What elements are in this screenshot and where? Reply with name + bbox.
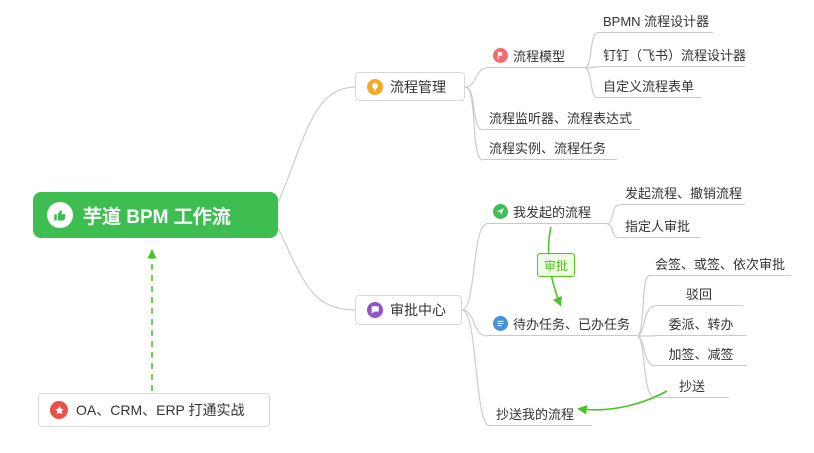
- node-process-model[interactable]: 流程模型: [487, 44, 585, 68]
- node-label: 自定义流程表单: [603, 79, 695, 94]
- node-reject[interactable]: 驳回: [655, 282, 743, 306]
- node-label: 会签、或签、依次审批: [655, 257, 786, 272]
- node-label: 我发起的流程: [513, 205, 592, 220]
- node-instance-task[interactable]: 流程实例、流程任务: [483, 136, 617, 160]
- flag-icon: [493, 48, 508, 63]
- node-listener-expression[interactable]: 流程监听器、流程表达式: [483, 106, 640, 130]
- node-custom-form[interactable]: 自定义流程表单: [597, 74, 701, 98]
- node-label: 流程模型: [513, 49, 566, 64]
- thumbs-up-icon: [47, 202, 73, 228]
- list-icon: [493, 316, 508, 331]
- node-label: 发起流程、撤销流程: [625, 186, 743, 201]
- root-label: 芋道 BPM 工作流: [83, 206, 231, 228]
- node-process-management[interactable]: 流程管理: [355, 72, 465, 101]
- node-dingtalk-designer[interactable]: 钉钉（飞书）流程设计器: [597, 43, 747, 67]
- cc-relation-arrow: [577, 390, 668, 415]
- node-initiate-cancel-process[interactable]: 发起流程、撤销流程: [619, 181, 745, 205]
- relation-label-approval[interactable]: 审批: [537, 253, 575, 277]
- node-label: 委派、转办: [668, 317, 734, 332]
- chat-bubble-icon: [367, 302, 383, 318]
- relation-label: 审批: [543, 258, 568, 273]
- node-label: 驳回: [685, 287, 712, 302]
- node-label: 抄送我的流程: [496, 407, 575, 422]
- root-node-bpm-workflow[interactable]: 芋道 BPM 工作流: [33, 192, 278, 238]
- node-label: 审批中心: [390, 302, 446, 318]
- node-oa-crm-erp-practice[interactable]: OA、CRM、ERP 打通实战: [38, 393, 270, 427]
- node-my-initiated-processes[interactable]: 我发起的流程: [487, 200, 607, 224]
- node-approval-center[interactable]: 审批中心: [355, 295, 462, 325]
- node-label: OA、CRM、ERP 打通实战: [76, 402, 245, 418]
- node-label: 流程管理: [390, 78, 446, 95]
- node-label: 待办任务、已办任务: [513, 317, 631, 332]
- node-label: 指定人审批: [625, 219, 691, 234]
- node-label: 流程监听器、流程表达式: [489, 111, 633, 126]
- node-label: 流程实例、流程任务: [489, 141, 607, 156]
- node-cc-my-processes[interactable]: 抄送我的流程: [490, 402, 592, 426]
- node-label: 钉钉（飞书）流程设计器: [603, 48, 747, 63]
- node-bpmn-designer[interactable]: BPMN 流程设计器: [597, 9, 713, 33]
- node-add-reduce-sign[interactable]: 加签、减签: [655, 342, 747, 366]
- node-delegate-transfer[interactable]: 委派、转办: [655, 312, 747, 336]
- star-icon: [50, 401, 68, 419]
- node-todo-done-tasks[interactable]: 待办任务、已办任务: [487, 312, 637, 336]
- node-label: BPMN 流程设计器: [603, 14, 710, 29]
- lightbulb-icon: [367, 78, 383, 95]
- node-countersign-modes[interactable]: 会签、或签、依次审批: [649, 252, 791, 276]
- node-label: 抄送: [678, 379, 705, 394]
- node-assignee-approval[interactable]: 指定人审批: [619, 214, 701, 238]
- paper-plane-icon: [493, 204, 508, 219]
- node-label: 加签、减签: [668, 347, 734, 362]
- node-cc[interactable]: 抄送: [655, 374, 729, 398]
